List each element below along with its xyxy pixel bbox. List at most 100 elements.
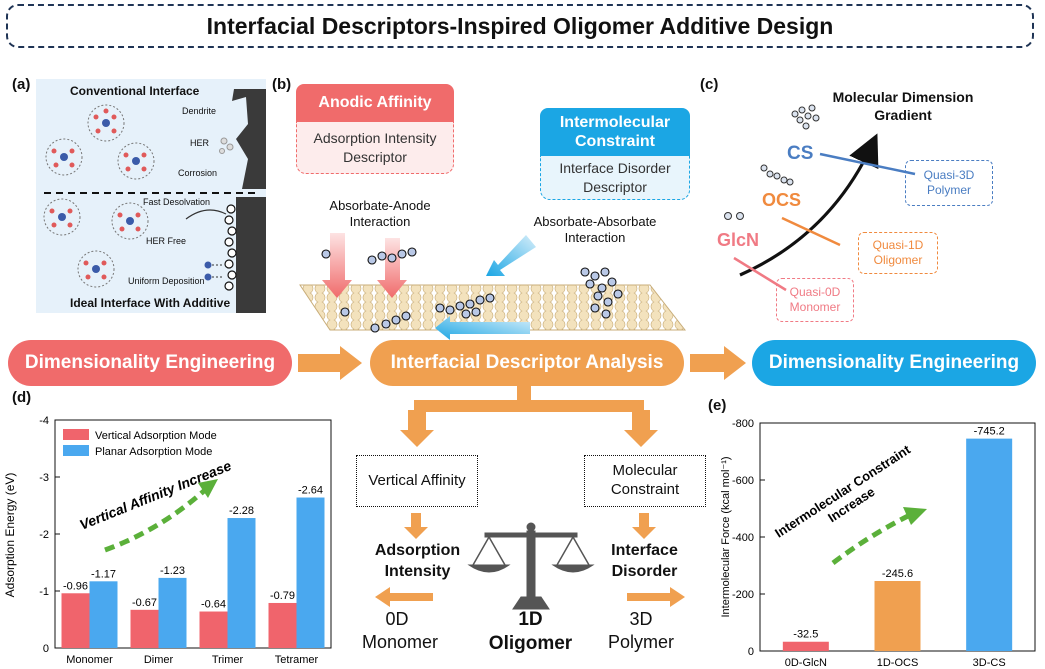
panel-a-illustration <box>43 89 266 313</box>
quasi-3d-polymer-box: Quasi-3D Polymer <box>905 160 993 206</box>
chart-e-ytick-label: 0 <box>748 646 754 658</box>
molecule-icons <box>724 104 820 220</box>
bar-planar-monomer <box>89 581 118 648</box>
adsorption-energy-chart: Adsorption Energy (eV) Vertical Adsorpti… <box>3 415 332 666</box>
ideal-electrode <box>236 197 266 313</box>
glcn-connector <box>733 256 787 292</box>
chart-e-category-label: 0D-GlcN <box>785 657 827 667</box>
affinity-increase-text: Vertical Affinity Increase <box>77 457 233 533</box>
molecular-constraint-box: Molecular Constraint <box>584 455 706 507</box>
uniform-deposition-label: Uniform Deposition <box>128 276 205 286</box>
ocs-connector <box>781 216 841 247</box>
her-bubbles <box>219 137 234 154</box>
cs-label: CS <box>787 143 814 164</box>
constraint-increase-text-group: Intermolecular ConstraintIncrease <box>772 441 922 554</box>
vertical-affinity-box: Vertical Affinity <box>356 455 478 507</box>
bar-vertical-monomer <box>61 593 90 648</box>
bar-0d-glcn <box>782 641 829 651</box>
chart-e-ylabel: Intermolecular Force (kcal mol⁻¹) <box>720 456 732 617</box>
chart-d-ytick-label: 0 <box>43 643 49 655</box>
her-label: HER <box>190 138 210 148</box>
panel-c-diagram <box>724 104 916 292</box>
panel-e-label: (e) <box>708 397 727 414</box>
data-label: -745.2 <box>974 426 1005 438</box>
solvation-shells-bottom <box>43 198 149 288</box>
chart-e-ytick-label: -400 <box>732 532 754 544</box>
bar-3d-cs <box>966 438 1013 651</box>
oligomer-label: 1D Oligomer <box>488 609 573 654</box>
bar-vertical-tetramer <box>268 602 297 648</box>
bar-planar-dimer <box>158 577 187 648</box>
dimension-gradient-arrow <box>739 133 879 277</box>
bar-1d-ocs <box>874 581 921 651</box>
chart-d-ytick-label: -4 <box>39 415 49 427</box>
constraint-increase-text: Intermolecular ConstraintIncrease <box>772 441 922 554</box>
fast-desolvation-label: Fast Desolvation <box>143 197 211 207</box>
chart-d-legend: Vertical Adsorption Mode Planar Adsorpti… <box>63 429 217 458</box>
constraint-arrow-head <box>903 507 927 525</box>
bar-vertical-trimer <box>199 611 228 648</box>
conventional-interface-title: Conventional Interface <box>70 84 200 98</box>
data-label: -0.96 <box>63 580 88 592</box>
flow-arrows <box>298 346 746 447</box>
right-dimensionality-banner: Dimensionality Engineering <box>752 340 1036 386</box>
polymer-label: 3D Polymer <box>607 609 674 653</box>
legend-swatch-vertical <box>63 429 89 440</box>
bar-planar-tetramer <box>296 497 325 648</box>
data-label: -0.79 <box>270 590 295 602</box>
chart-e-ytick-label: -600 <box>732 475 754 487</box>
legend-label-vertical: Vertical Adsorption Mode <box>95 430 217 442</box>
affinity-arrow-head <box>198 479 218 498</box>
chart-e-ytick-label: -200 <box>732 589 754 601</box>
arrow-to-polymer <box>627 587 685 607</box>
lateral-interaction-arrow <box>435 316 530 340</box>
adsorbate-molecules <box>321 247 623 333</box>
data-label: -2.64 <box>298 485 323 497</box>
chart-d-category-label: Monomer <box>66 654 113 666</box>
bar-planar-trimer <box>227 518 256 648</box>
dendrite-label: Dendrite <box>182 106 217 116</box>
chart-d-category-label: Tetramer <box>275 654 319 666</box>
data-label: -1.17 <box>91 568 116 580</box>
cs-connector <box>819 152 916 176</box>
adsorption-intensity-label: Adsorption Intensity <box>374 542 461 580</box>
panel-d-label: (d) <box>12 389 32 406</box>
chart-e-category-label: 1D-OCS <box>877 657 919 667</box>
chart-d-ytick-label: -3 <box>39 472 49 484</box>
intermolecular-force-chart: Intermolecular Force (kcal mol⁻¹) Interm… <box>720 418 1036 667</box>
absorbate-absorbate-label: Absorbate-Absorbate Interaction <box>533 214 657 246</box>
panel-b-surface-illustration <box>299 233 687 340</box>
dendrite-electrode <box>232 89 266 189</box>
balance-scale-icon <box>467 522 595 610</box>
solvation-shells-top <box>45 104 155 180</box>
quasi-1d-oligomer-box: Quasi-1D Oligomer <box>858 232 938 274</box>
panel-b-label: (b) <box>272 76 292 93</box>
interface-disorder-label: Interface Disorder <box>611 542 678 580</box>
corrosion-label: Corrosion <box>178 168 218 178</box>
adsorbed-additive-chain <box>224 204 237 291</box>
adsorption-intensity-descriptor: Adsorption Intensity Descriptor <box>296 122 454 174</box>
chart-d-category-label: Trimer <box>212 654 244 666</box>
deposition-ions <box>204 261 224 281</box>
chart-d-ytick-label: -2 <box>39 529 49 541</box>
interface-disorder-descriptor: Interface Disorder Descriptor <box>540 156 690 200</box>
down-arrow-left <box>404 513 428 539</box>
chart-d-ylabel: Adsorption Energy (eV) <box>3 473 17 598</box>
balance-diagram <box>375 513 685 610</box>
ideal-interface-title: Ideal Interface With Additive <box>70 296 231 310</box>
data-label: -32.5 <box>793 629 818 641</box>
absorbate-anode-label: Absorbate-Anode Interaction <box>329 198 431 230</box>
affinity-increase-arrow <box>104 488 207 553</box>
quasi-0d-monomer-box: Quasi-0D Monomer <box>776 278 854 322</box>
solvated-ions-top <box>51 108 147 172</box>
figure-title-box: Interfacial Descriptors-Inspired Oligome… <box>6 4 1034 48</box>
left-dimensionality-banner: Dimensionality Engineering <box>8 340 292 386</box>
panel-c-label: (c) <box>700 76 719 93</box>
chart-e-ytick-label: -800 <box>732 418 754 430</box>
constraint-increase-arrow <box>831 512 912 565</box>
panel-a-label: (a) <box>12 76 31 93</box>
branch-arrow-right <box>624 410 658 447</box>
absorbate-interaction-arrow <box>486 235 536 276</box>
her-free-label: HER Free <box>146 236 187 246</box>
solvated-ions-bottom <box>49 208 141 280</box>
